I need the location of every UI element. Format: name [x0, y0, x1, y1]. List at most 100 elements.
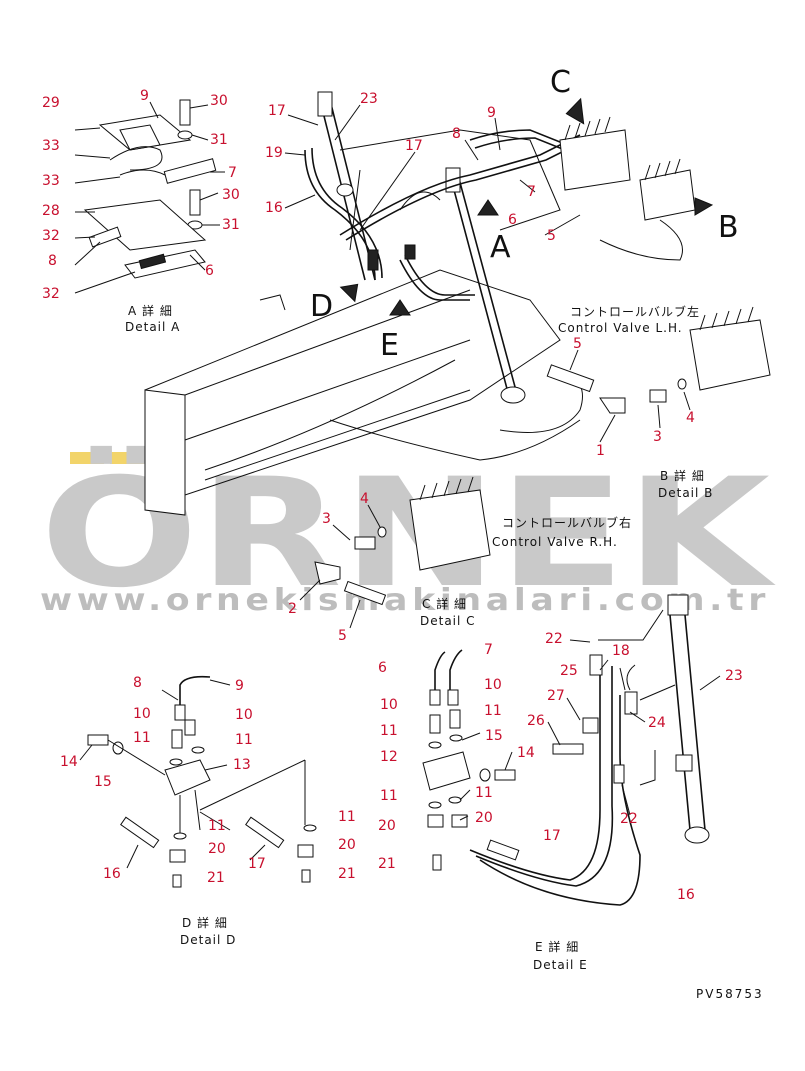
callout-c-2: 2: [288, 601, 297, 617]
callout-a-30: 30: [210, 93, 228, 109]
callout-d-15: 15: [94, 774, 112, 790]
detail-e-title-ja: E 詳 細: [535, 939, 579, 954]
callout-a-31b: 31: [222, 217, 240, 233]
detail-b-callouts: コントロールバルブ左 Control Valve L.H. 5 1 3 4 B …: [558, 304, 713, 500]
callout-e-22: 22: [545, 631, 563, 647]
callout-e-14: 14: [517, 745, 535, 761]
detail-c-drawing: [299, 476, 491, 629]
detail-a-title-en: Detail A: [125, 320, 180, 334]
callout-e-15: 15: [485, 728, 503, 744]
callout-a-28: 28: [42, 203, 60, 219]
view-letter-a: A: [490, 230, 511, 265]
view-letter-d: D: [310, 289, 333, 324]
callout-e-10: 10: [380, 697, 398, 713]
watermark-accent-right: [110, 452, 144, 464]
callout-b-5: 5: [573, 336, 582, 352]
callout-e-11c: 11: [380, 788, 398, 804]
detail-d-drawing: [79, 675, 317, 888]
view-letter-c: C: [550, 65, 571, 100]
view-letter-e: E: [380, 328, 399, 363]
callout-a-33b: 33: [42, 173, 60, 189]
callout-e-25: 25: [560, 663, 578, 679]
control-valve-lh-ja: コントロールバルブ左: [570, 304, 700, 319]
watermark-accent-left: [70, 452, 104, 464]
detail-c-title-ja: C 詳 細: [422, 596, 467, 611]
detail-e-drawing: [422, 594, 721, 906]
callout-e-22b: 22: [620, 811, 638, 827]
detail-d-callouts: 8 9 10 10 11 11 14 15 13 11 20 16 17 20 …: [60, 675, 356, 947]
callout-a-7: 7: [228, 165, 237, 181]
callout-e-18: 18: [612, 643, 630, 659]
callout-d-8: 8: [133, 675, 142, 691]
callout-a-8: 8: [48, 253, 57, 269]
callout-d-20b: 20: [338, 837, 356, 853]
drawing-code: PV58753: [696, 987, 764, 1001]
callout-d-14: 14: [60, 754, 78, 770]
main-machine-drawing: [144, 91, 714, 516]
callout-e-7: 7: [484, 642, 493, 658]
watermark-url: www.ornekismakinalari.com.tr: [40, 583, 770, 618]
callout-e-23: 23: [725, 668, 743, 684]
callout-b-1: 1: [596, 443, 605, 459]
callout-a-32: 32: [42, 228, 60, 244]
callout-e-11b: 11: [484, 703, 502, 719]
detail-b-title-en: Detail B: [658, 486, 713, 500]
callout-a-31: 31: [210, 132, 228, 148]
detail-e-title-en: Detail E: [533, 958, 588, 972]
callout-d-10: 10: [133, 706, 151, 722]
callout-main-17b: 17: [405, 138, 423, 154]
callout-e-12: 12: [380, 749, 398, 765]
callout-main-6: 6: [508, 212, 517, 228]
callout-e-10b: 10: [484, 677, 502, 693]
detail-d-title-en: Detail D: [180, 933, 236, 947]
callout-b-3: 3: [653, 429, 662, 445]
view-letter-b: B: [718, 210, 739, 245]
main-callouts: 17 23 19 17 16 8 9 7 6 5 C B A D E: [265, 65, 739, 363]
callout-a-9: 9: [140, 88, 149, 104]
callout-e-6: 6: [378, 660, 387, 676]
callout-e-11: 11: [380, 723, 398, 739]
callout-a-6: 6: [205, 263, 214, 279]
callout-d-16: 16: [103, 866, 121, 882]
callout-d-11c: 11: [208, 818, 226, 834]
callout-e-17: 17: [543, 828, 561, 844]
callout-c-3: 3: [322, 511, 331, 527]
detail-b-drawing: [546, 306, 771, 443]
detail-e-callouts: 6 7 10 10 11 11 12 15 14 11 11 20 20 21 …: [378, 631, 743, 972]
callout-main-8: 8: [452, 126, 461, 142]
callout-main-19: 19: [265, 145, 283, 161]
callout-e-11d: 11: [475, 785, 493, 801]
callout-a-29: 29: [42, 95, 60, 111]
callout-a-32b: 32: [42, 286, 60, 302]
detail-a-title-ja: A 詳 細: [128, 303, 173, 318]
callout-d-13: 13: [233, 757, 251, 773]
callout-d-11d: 11: [338, 809, 356, 825]
callout-d-11b: 11: [235, 732, 253, 748]
control-valve-rh-en: Control Valve R.H.: [492, 535, 618, 549]
detail-d-title-ja: D 詳 細: [182, 915, 228, 930]
callout-c-4: 4: [360, 491, 369, 507]
callout-e-24: 24: [648, 715, 666, 731]
callout-main-23: 23: [360, 91, 378, 107]
callout-e-20: 20: [378, 818, 396, 834]
callout-d-9: 9: [235, 678, 244, 694]
callout-c-5: 5: [338, 628, 347, 644]
callout-a-33: 33: [42, 138, 60, 154]
control-valve-lh-en: Control Valve L.H.: [558, 321, 683, 335]
callout-d-11: 11: [133, 730, 151, 746]
callout-d-21b: 21: [338, 866, 356, 882]
callout-main-17: 17: [268, 103, 286, 119]
callout-main-16: 16: [265, 200, 283, 216]
callout-e-20b: 20: [475, 810, 493, 826]
callout-d-10b: 10: [235, 707, 253, 723]
detail-c-callouts: 4 3 2 5 コントロールバルブ右 Control Valve R.H. C …: [288, 491, 631, 644]
callout-b-4: 4: [686, 410, 695, 426]
callout-e-21: 21: [378, 856, 396, 872]
callout-main-7: 7: [527, 184, 536, 200]
callout-main-9: 9: [487, 105, 496, 121]
callout-e-26: 26: [527, 713, 545, 729]
detail-a-callouts: 29 9 30 31 33 33 7 30 31 28 32 8 6 32 A …: [42, 88, 240, 334]
detail-a-drawing: [74, 99, 225, 294]
callout-d-17: 17: [248, 856, 266, 872]
